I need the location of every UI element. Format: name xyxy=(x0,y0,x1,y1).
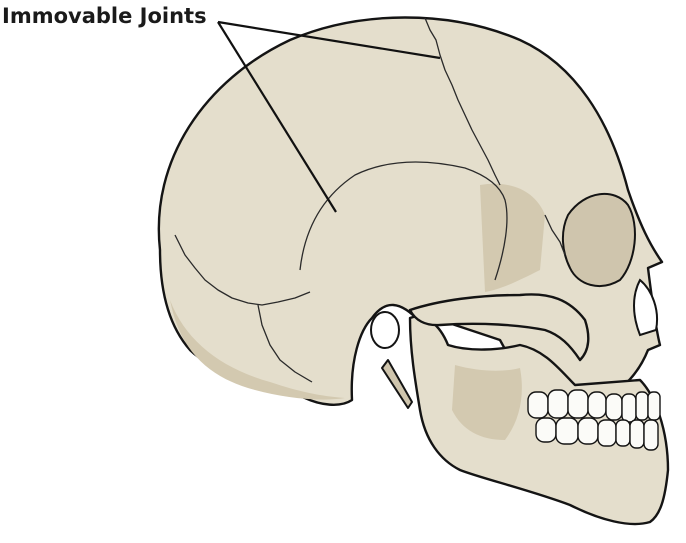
zygomatic-arch xyxy=(408,293,590,362)
immovable-joints-label: Immovable Joints xyxy=(2,4,207,28)
sphenoid-suture xyxy=(544,214,566,256)
ear-canal xyxy=(370,311,400,349)
squamous-suture xyxy=(299,161,508,281)
parietomastoid-suture xyxy=(257,304,313,383)
leader-line-coronal xyxy=(217,20,441,60)
temporal-fossa xyxy=(480,183,545,292)
teeth xyxy=(527,389,661,451)
coronal-suture xyxy=(424,17,501,186)
cranium-shadow xyxy=(170,300,345,400)
leader-line-squamous xyxy=(217,21,337,213)
styloid-process xyxy=(381,359,413,409)
lambdoid-suture xyxy=(174,234,311,306)
nasal-opening xyxy=(633,278,658,337)
orbit xyxy=(562,192,636,287)
mandible-shadow xyxy=(452,365,522,440)
